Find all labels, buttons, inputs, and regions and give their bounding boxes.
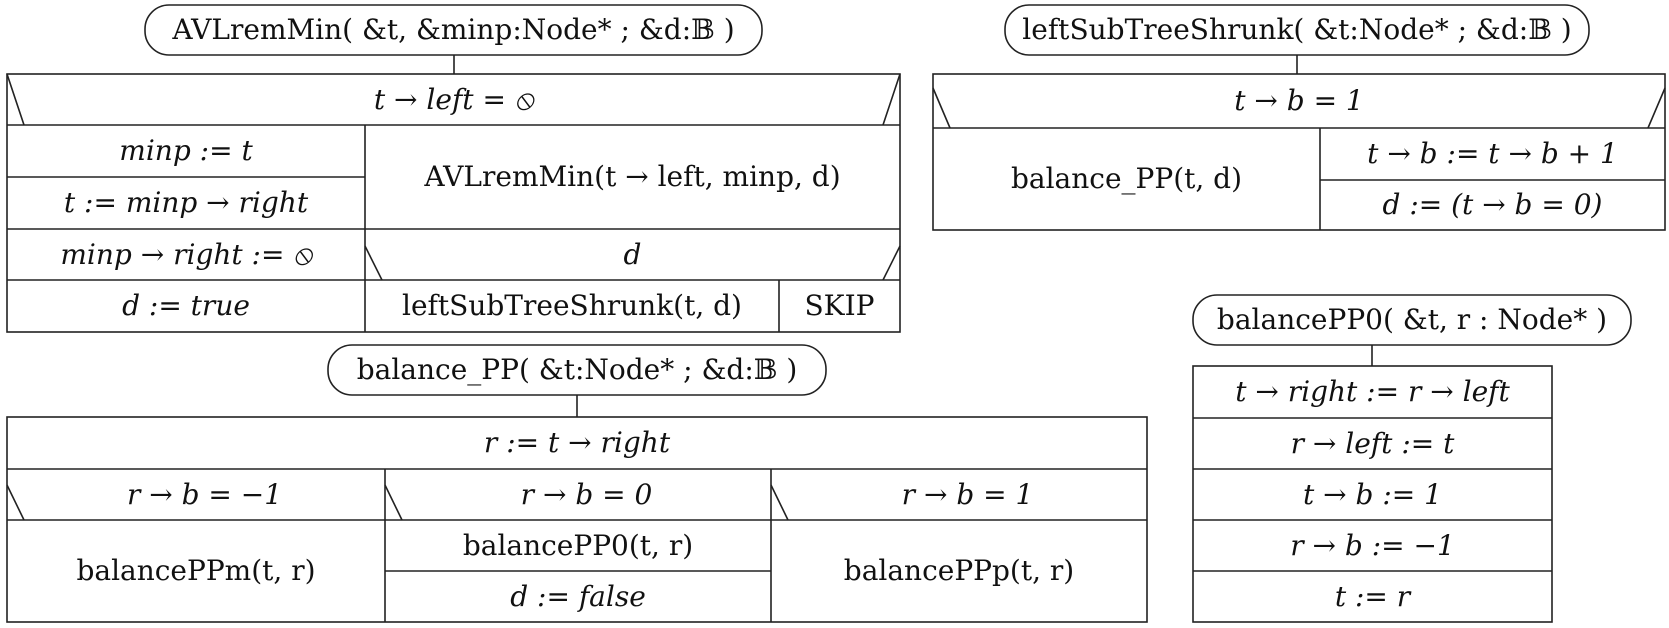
avlremmin-condition-1: t → left = ⦸ (373, 82, 534, 116)
balancepp-header: balance_PP( &t:Node* ; &d:𝔹 ) (356, 353, 798, 386)
leftsubtree-header: leftSubTreeShrunk( &t:Node* ; &d:𝔹 ) (1022, 13, 1572, 46)
balancepp-case-2-condition: r → b = 0 (520, 477, 653, 511)
avlremmin-then-step-1: minp := t (119, 134, 253, 167)
balancepp-first-step: r := t → right (483, 426, 671, 459)
balancepp0-header-box (1192, 294, 1632, 346)
leftsubtree-balance-call: balance_PP(t, d) (1010, 162, 1243, 195)
balancepp0-step-1: t → right := r → left (1235, 375, 1510, 408)
avlremmin-header: AVLremMin( &t, &minp:Node* ; &d:𝔹 ) (172, 13, 735, 46)
avlremmin-then-step-3: minp → right := ⦸ (60, 237, 312, 271)
balancepp-case-1-condition: r → b = −1 (126, 477, 283, 511)
balancepp-case-3-condition: r → b = 1 (901, 477, 1034, 511)
leftsubtree-frame (932, 73, 1666, 231)
balancepp0-step-2: r → left := t (1290, 426, 1455, 460)
balancepp0-step-4: r → b := −1 (1290, 528, 1455, 562)
balancepp-case-3-call: balancePPp(t, r) (843, 554, 1075, 587)
avlremmin-recursive-call: AVLremMin(t → left, minp, d) (424, 160, 841, 193)
avlremmin-then-step-2: t := minp → right (63, 186, 309, 219)
avlremmin-skip: SKIP (804, 289, 875, 322)
balancepp-case-2-call: balancePP0(t, r) (462, 528, 694, 562)
avlremmin-then-step-4: d := true (122, 289, 250, 322)
leftsubtree-condition: t → b = 1 (1234, 84, 1364, 117)
balancepp-case-1-call: balancePPm(t, r) (76, 554, 316, 587)
balancepp-case-2-assign: d := false (510, 579, 646, 613)
avlremmin-left-shrunk-call: leftSubTreeShrunk(t, d) (402, 289, 742, 322)
leftsubtree-else-step-1: t → b := t → b + 1 (1367, 137, 1618, 170)
balancepp0-step-5: t := r (1334, 579, 1411, 613)
avlremmin-frame (6, 73, 901, 333)
balancepp0-frame (1192, 365, 1553, 623)
balancepp0-header: balancePP0( &t, r : Node* ) (1216, 303, 1608, 336)
avlremmin-condition-2: d (623, 237, 642, 271)
balancepp0-step-3: t → b := 1 (1303, 477, 1442, 511)
leftsubtree-else-step-2: d := (t → b = 0) (1382, 188, 1603, 221)
